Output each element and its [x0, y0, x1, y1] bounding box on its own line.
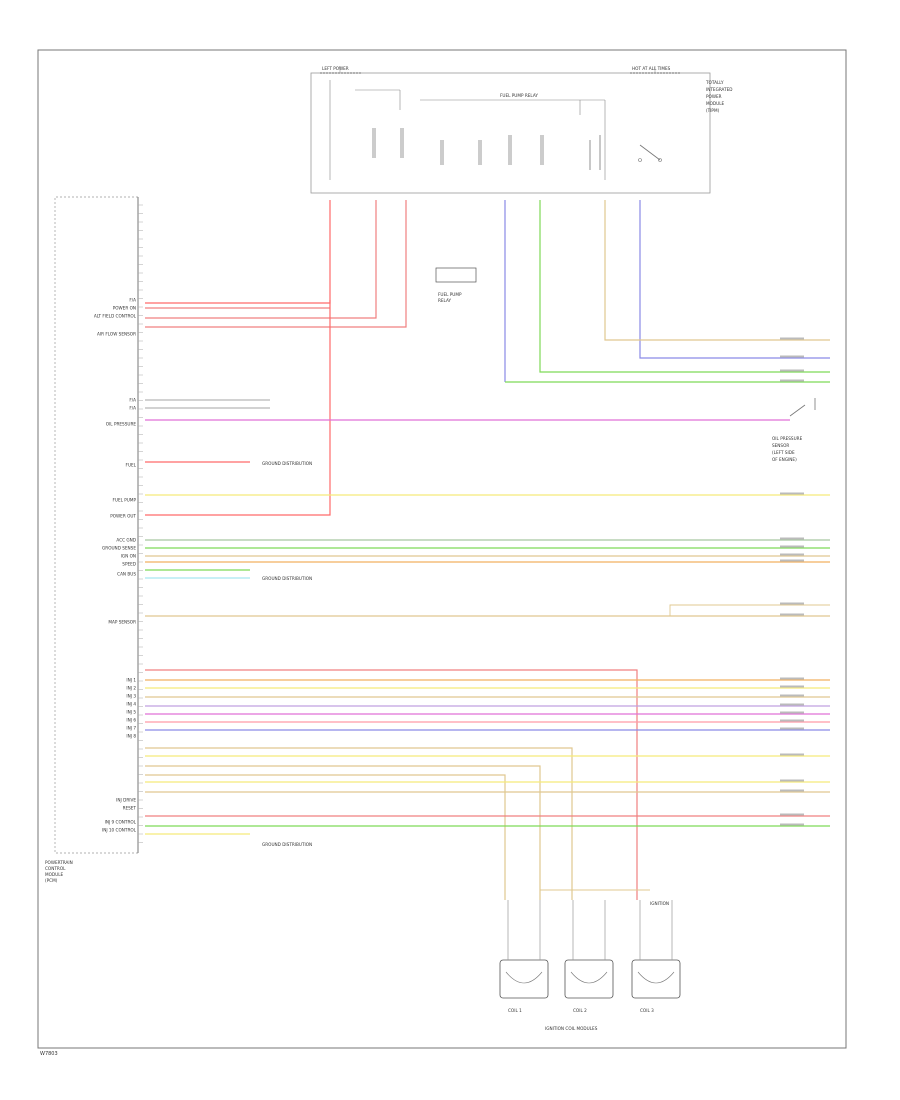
pcm-label: MAP SENSOR: [108, 620, 136, 625]
wire-label: [780, 779, 804, 782]
svg-text:OIL PRESSURE: OIL PRESSURE: [772, 436, 803, 441]
pcm-label: CAN BUS: [117, 572, 136, 577]
wire-label: [780, 545, 804, 548]
ref-top-left: LEFT POWER: [322, 66, 349, 71]
svg-text:RELAY: RELAY: [438, 298, 452, 303]
wire-label: [780, 727, 804, 730]
gnd-ref-2: GROUND DISTRIBUTION: [262, 576, 312, 581]
pcm-label: SPEED: [122, 562, 136, 567]
coil-module: [564, 959, 614, 999]
pcm-box: [54, 196, 139, 854]
pcm-label: FUEL PUMP: [112, 498, 136, 503]
gnd-ref-1: GROUND DISTRIBUTION: [262, 461, 312, 466]
wire-label: [780, 537, 804, 540]
wire-label: [780, 379, 804, 382]
pcm-label: F/A: [129, 298, 136, 303]
wire-label: [780, 613, 804, 616]
pcm-label: INJ 5: [126, 710, 136, 715]
pcm-name: POWERTRAIN CONTROL MODULE (PCM): [45, 860, 73, 883]
pcm-side-labels: F/A POWER ON ALT FIELD CONTROL AIR FLOW SEN…: [94, 298, 137, 833]
tipm-side-text: TOTALLY INTEGRATED POWER MODULE (TIPM): [705, 80, 733, 113]
coil-module: [631, 959, 681, 999]
coils-caption: IGNITION COIL MODULES: [545, 1026, 598, 1031]
pcm-label: INJ 2: [126, 686, 136, 691]
pcm-label: F/A: [129, 406, 136, 411]
pcm-label: INJ 3: [126, 694, 136, 699]
pcm-label: IGN ON: [121, 554, 136, 559]
pcm-label: RESET: [123, 806, 137, 811]
diagram-frame: [37, 49, 847, 1049]
pcm-label: GROUND SENSE: [102, 546, 136, 551]
pcm-label: OIL PRESSURE: [106, 422, 137, 427]
wire-label: [780, 492, 804, 495]
wire-label: [780, 813, 804, 816]
svg-text:INTEGRATED: INTEGRATED: [706, 87, 733, 92]
pcm-label: INJ 1: [126, 678, 136, 683]
coil-modules: COIL 1 COIL 2 COIL 3: [499, 900, 681, 1013]
wire-label: [780, 337, 804, 340]
wire-label: [780, 369, 804, 372]
pcm-label: INJ 4: [126, 702, 136, 707]
wire-label: [780, 694, 804, 697]
pcm-label: INJ DRIVE: [116, 798, 136, 803]
wire-label: [780, 753, 804, 756]
wire-label: [780, 677, 804, 680]
wire-label: [780, 553, 804, 556]
pcm-label: F/A: [129, 398, 136, 403]
svg-text:(PCM): (PCM): [45, 878, 58, 883]
relay-caption: FUEL PUMP RELAY: [500, 93, 538, 98]
pcm-label: FUEL: [126, 463, 137, 468]
wire-label: [780, 789, 804, 792]
svg-text:FUEL PUMP: FUEL PUMP: [438, 292, 462, 297]
gnd-ref-3: GROUND DISTRIBUTION: [262, 842, 312, 847]
wire-label: [780, 685, 804, 688]
svg-text:(TIPM): (TIPM): [706, 108, 720, 113]
pcm-label: AIR FLOW SENSOR: [97, 332, 136, 337]
wire-label: [780, 711, 804, 714]
ref-top-right: HOT AT ALL TIMES: [632, 66, 671, 71]
pcm-label: POWER ON: [113, 306, 136, 311]
relay-switch: [589, 135, 662, 170]
svg-text:SENSOR: SENSOR: [772, 443, 789, 448]
wire-label: [780, 823, 804, 826]
coil-module: [499, 959, 549, 999]
coil-name: COIL 3: [640, 1008, 654, 1013]
coil-name: COIL 1: [508, 1008, 522, 1013]
wire-label: [780, 602, 804, 605]
pcm-label: INJ 6: [126, 718, 136, 723]
svg-text:OF ENGINE): OF ENGINE): [772, 457, 797, 462]
pcm-label: POWER OUT: [110, 514, 136, 519]
pcm-label: INJ 10 CONTROL: [102, 828, 137, 833]
wires: [145, 200, 830, 900]
pcm-label: INJ 7: [126, 726, 136, 731]
oil-pressure-switch: OIL PRESSURE SENSOR (LEFT SIDE OF ENGINE…: [772, 398, 816, 462]
pcm-label: ACC GND: [116, 538, 136, 543]
pcm-label: INJ 8: [126, 734, 136, 739]
relay-connector: FUEL PUMP RELAY: [435, 267, 477, 303]
svg-text:TOTALLY: TOTALLY: [705, 80, 724, 85]
coil-ref: IGNITION: [650, 901, 669, 906]
svg-text:CONTROL: CONTROL: [45, 866, 66, 871]
wire-label: [780, 719, 804, 722]
wire-label: [780, 703, 804, 706]
pcm-label: ALT FIELD CONTROL: [94, 314, 137, 319]
wire-label: [780, 355, 804, 358]
svg-text:MODULE: MODULE: [45, 872, 64, 877]
svg-text:POWERTRAIN: POWERTRAIN: [45, 860, 73, 865]
footer-code: W7803: [40, 1051, 58, 1057]
tipm-box: [310, 72, 711, 194]
coil-name: COIL 2: [573, 1008, 587, 1013]
svg-text:POWER: POWER: [706, 94, 722, 99]
svg-text:(LEFT SIDE: (LEFT SIDE: [772, 450, 795, 455]
wire-label: [780, 559, 804, 562]
pcm-label: INJ 9 CONTROL: [105, 820, 137, 825]
svg-text:MODULE: MODULE: [706, 101, 725, 106]
